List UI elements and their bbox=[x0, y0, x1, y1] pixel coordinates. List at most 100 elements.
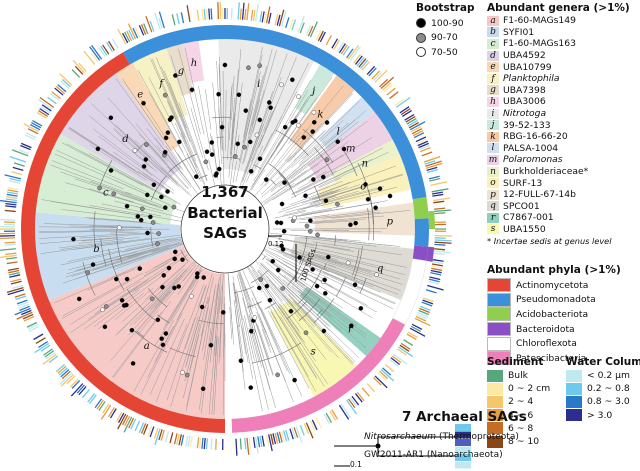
sample-tick bbox=[154, 428, 161, 446]
bootstrap-node bbox=[166, 265, 172, 271]
sample-tick bbox=[430, 272, 442, 276]
tree-branch bbox=[318, 273, 394, 309]
sample-tick bbox=[409, 121, 426, 131]
bootstrap-node bbox=[266, 100, 272, 105]
archaea-sample-cell bbox=[455, 424, 471, 431]
tree-branch bbox=[322, 211, 381, 219]
sample-tick bbox=[19, 305, 30, 311]
tree-branch bbox=[70, 280, 141, 325]
sample-tick bbox=[421, 151, 433, 157]
sample-tick bbox=[433, 252, 445, 256]
bootstrap-node bbox=[267, 297, 273, 303]
sample-tick bbox=[235, 438, 238, 456]
sample-tick bbox=[382, 367, 392, 376]
sample-tick bbox=[18, 303, 30, 309]
bootstrap-node bbox=[264, 177, 269, 182]
ring-patch-bactero bbox=[426, 246, 435, 262]
sample-tick bbox=[265, 434, 270, 446]
bootstrap-node bbox=[114, 276, 119, 282]
tree-branch bbox=[115, 268, 185, 336]
bootstrap-node bbox=[232, 154, 238, 159]
tree-branch bbox=[270, 119, 356, 191]
sample-tick bbox=[187, 435, 191, 448]
tree-branch bbox=[239, 91, 274, 186]
tree-branch bbox=[159, 236, 185, 242]
tree-arc bbox=[198, 174, 208, 180]
sample-tick bbox=[98, 401, 106, 411]
tree-branch bbox=[296, 282, 334, 312]
tree-branch bbox=[61, 142, 144, 186]
clade-letter-o: o bbox=[360, 181, 366, 192]
tree-arc bbox=[108, 248, 125, 291]
bootstrap-node bbox=[324, 120, 330, 125]
sample-tick bbox=[33, 333, 44, 341]
sample-tick bbox=[38, 340, 49, 348]
archaea-sample-cell bbox=[455, 431, 471, 439]
tree-branch bbox=[254, 155, 292, 196]
bootstrap-node bbox=[310, 267, 315, 272]
tree-branch bbox=[227, 271, 231, 302]
genus-label: UBA3006 bbox=[503, 96, 546, 108]
sample-tick bbox=[39, 96, 55, 108]
tree-branch bbox=[314, 184, 361, 200]
phylum-ring-bacteroidota bbox=[412, 245, 429, 261]
tree-branch bbox=[66, 250, 147, 275]
tree-branch bbox=[287, 93, 353, 163]
tree-branch bbox=[41, 199, 131, 215]
tree-branch bbox=[210, 277, 220, 351]
sample-tick bbox=[434, 239, 452, 242]
sample-tick bbox=[102, 44, 110, 55]
sample-tick bbox=[7, 289, 25, 296]
tree-arc bbox=[357, 163, 374, 225]
clade-wedge-g bbox=[166, 43, 194, 96]
sample-tick bbox=[315, 417, 322, 429]
sample-tick bbox=[333, 39, 341, 50]
sample-tick bbox=[259, 10, 263, 23]
sample-tick bbox=[347, 44, 359, 60]
bootstrap-node bbox=[363, 182, 368, 187]
bootstrap-node bbox=[180, 257, 185, 262]
sample-tick bbox=[411, 128, 423, 135]
bootstrap-node bbox=[353, 220, 358, 226]
genus-swatch: m bbox=[487, 154, 499, 165]
tree-arc bbox=[134, 142, 146, 154]
bootstrap-node bbox=[165, 130, 171, 135]
tree-arc bbox=[147, 288, 168, 308]
tree-branch bbox=[170, 54, 203, 158]
bootstrap-node bbox=[323, 291, 328, 296]
water-row: > 3.0 bbox=[566, 409, 640, 422]
genus-swatch: e bbox=[487, 62, 499, 73]
tree-branch bbox=[90, 180, 147, 202]
tree-branch bbox=[308, 190, 360, 206]
sample-tick bbox=[412, 130, 424, 137]
bootstrap-node bbox=[209, 152, 215, 157]
tree-branch bbox=[121, 78, 181, 165]
tree-arc bbox=[168, 153, 197, 173]
tree-branch bbox=[311, 189, 340, 200]
tree-arc bbox=[246, 301, 262, 308]
tree-branch bbox=[257, 324, 270, 360]
tree-arc bbox=[298, 298, 321, 322]
tree-arc bbox=[234, 285, 255, 293]
tree-branch bbox=[164, 70, 187, 129]
bootstrap-node bbox=[150, 220, 156, 225]
sample-tick bbox=[87, 393, 96, 403]
sample-tick bbox=[280, 10, 287, 27]
sample-tick bbox=[331, 38, 339, 49]
phylum-swatch bbox=[487, 278, 511, 293]
sample-tick bbox=[398, 346, 414, 358]
sample-tick bbox=[409, 327, 426, 337]
sample-tick bbox=[201, 437, 204, 449]
tree-branch bbox=[299, 266, 326, 281]
tree-branch bbox=[213, 271, 222, 355]
bootstrap-node bbox=[189, 87, 195, 93]
bootstrap-node bbox=[256, 285, 262, 291]
tree-arc bbox=[292, 272, 299, 281]
sample-tick bbox=[72, 59, 85, 74]
bootstrap-node bbox=[242, 144, 247, 150]
tree-branch bbox=[172, 145, 186, 167]
tree-arc bbox=[198, 319, 224, 325]
sample-tick bbox=[285, 429, 290, 441]
bootstrap-node bbox=[345, 260, 351, 266]
